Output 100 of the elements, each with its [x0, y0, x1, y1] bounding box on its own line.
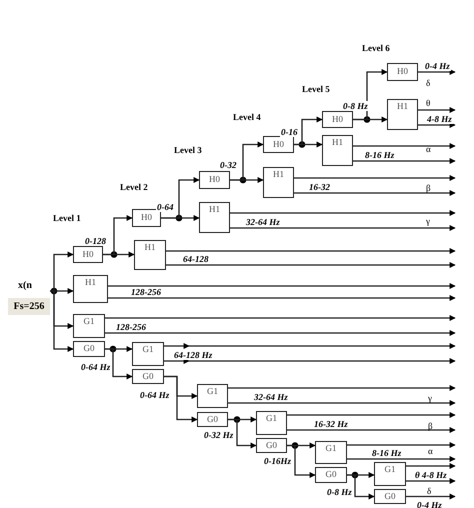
filter-box: H0	[387, 63, 418, 81]
edge-label: 0-64 Hz	[139, 390, 170, 400]
arrow	[406, 494, 456, 500]
filter-box: G1	[73, 314, 105, 338]
arrow	[166, 262, 456, 268]
arrow	[228, 385, 456, 391]
edge-label: 0-8 Hz	[326, 487, 353, 497]
edge-label: 4-8 Hz	[426, 114, 453, 124]
arrow	[166, 248, 456, 254]
edge-label: 0-4 Hz	[424, 61, 451, 71]
filter-box: H1	[199, 202, 230, 233]
edge-label: 0-128	[84, 236, 107, 246]
arrow	[294, 190, 456, 196]
level-label: Level 6	[362, 43, 390, 53]
level-label: Level 2	[120, 182, 148, 192]
edge-label: 8-16 Hz	[371, 448, 402, 458]
edge-label: 64-128	[182, 254, 210, 264]
filter-box: H0	[132, 209, 161, 227]
arrow	[347, 456, 456, 462]
filter-box: G0	[315, 467, 347, 483]
arrow	[108, 283, 456, 289]
arrow	[287, 444, 316, 478]
filter-box: G1	[197, 384, 228, 408]
edge-label: 0-32	[219, 160, 238, 170]
edge-label: 64-128 Hz	[173, 350, 214, 360]
edge-label: 128-256	[115, 322, 147, 332]
edge-label: 128-256	[130, 287, 162, 297]
band-label: δ	[426, 78, 430, 88]
filter-box: H1	[263, 167, 294, 198]
filter-box: H1	[387, 99, 418, 130]
band-label: δ	[427, 486, 432, 496]
arrow	[406, 478, 456, 484]
edge-label: 0-8 Hz	[342, 101, 369, 111]
arrow	[287, 427, 456, 433]
arrow	[418, 122, 456, 128]
filter-box: H0	[322, 111, 353, 128]
arrow	[164, 358, 456, 364]
band-label: β	[426, 183, 431, 193]
arrow	[164, 376, 198, 422]
edge-label: 16-32 Hz	[313, 419, 349, 429]
arrow	[353, 116, 388, 122]
filter-box: H0	[263, 136, 294, 153]
arrow	[353, 158, 456, 164]
arrow	[228, 418, 257, 448]
level-label: Level 1	[53, 213, 81, 223]
arrow	[105, 330, 456, 336]
filter-box: G1	[132, 342, 164, 366]
edge-label: θ 4-8 Hz	[414, 470, 448, 480]
arrow	[105, 348, 133, 380]
edge-label: 32-64 Hz	[253, 392, 289, 402]
band-label: β	[428, 421, 433, 431]
level-label: Level 5	[302, 84, 330, 94]
band-label: γ	[428, 393, 432, 403]
arrow	[287, 412, 456, 418]
level-label: Level 3	[174, 145, 202, 155]
filter-box: G0	[256, 438, 287, 453]
filter-box: G0	[197, 412, 228, 427]
edge-label: 0-32 Hz	[203, 430, 234, 440]
filter-box: H1	[73, 275, 108, 303]
arrow	[294, 142, 323, 148]
edge-label: 16-32	[308, 182, 331, 192]
band-label: γ	[426, 216, 430, 226]
filter-box: G1	[315, 441, 347, 464]
level-label: Level 4	[233, 112, 261, 122]
arrow	[230, 177, 264, 183]
arrow	[230, 210, 456, 216]
arrow	[103, 252, 135, 258]
band-label: θ	[426, 98, 430, 108]
band-label: α	[426, 144, 431, 154]
edge-label: 0-16	[280, 127, 298, 137]
edge-label: 8-16 Hz	[364, 150, 396, 160]
arrow	[406, 463, 456, 469]
arrow	[353, 143, 456, 149]
edge-label: 32-64 Hz	[245, 217, 281, 227]
filter-box: H1	[134, 240, 166, 270]
arrow	[294, 175, 456, 181]
filter-box: H0	[199, 171, 230, 189]
arrow	[50, 290, 74, 352]
filter-box: H0	[73, 246, 103, 263]
edge-label: 0-4 Hz	[416, 500, 443, 508]
arrow	[161, 215, 200, 221]
arrow	[347, 442, 456, 448]
filter-box: G0	[132, 369, 164, 384]
arrow	[418, 69, 456, 75]
signal-label: x(n	[18, 281, 32, 291]
edge-label: 0-64	[156, 202, 174, 212]
arrow	[164, 343, 456, 349]
arrow	[228, 400, 456, 406]
edge-label: 0-16Hz	[263, 456, 292, 466]
sampling-rate-box: Fs=256	[8, 298, 50, 315]
filter-box: G1	[374, 462, 406, 486]
arrow	[230, 225, 456, 231]
arrow	[108, 295, 456, 301]
filter-box: G0	[73, 341, 105, 357]
filter-box: G1	[256, 411, 287, 435]
band-label: α	[428, 446, 433, 456]
edge-label: 0-64 Hz	[80, 362, 112, 372]
filter-box: H1	[322, 135, 353, 166]
filter-box: G0	[374, 489, 406, 504]
arrow	[347, 474, 375, 500]
